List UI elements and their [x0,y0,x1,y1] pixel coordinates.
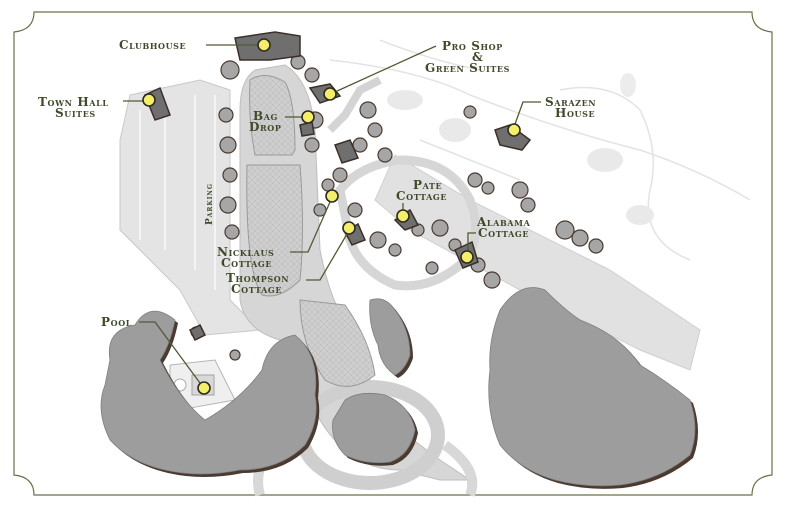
parking-lot [119,79,262,336]
alabama-cottage-location[interactable]: Alabama Cottage [460,215,531,264]
bag-drop-marker[interactable] [301,110,315,124]
sarazen-label-line2: House [555,106,595,120]
nicklaus-label-line2: Cottage [221,256,272,270]
green-middle [246,164,303,297]
bag-drop-location[interactable]: Bag Drop [249,109,315,134]
green-north [249,75,296,156]
bag-drop-label-line1: Bag [253,109,278,123]
thompson-cottage-location[interactable]: Thompson Cottage [226,221,356,296]
town-hall-marker[interactable] [142,93,156,107]
map-frame [13,11,773,496]
sarazen-location[interactable]: Sarazen House [507,95,596,137]
town-hall-location[interactable]: Town Hall Suites [38,93,156,120]
background-terrain [329,39,751,261]
pool-location[interactable]: Pool [101,315,211,395]
pool-marker[interactable] [197,381,211,395]
pro-shop-label-line3: Green Suites [425,61,510,75]
clubhouse-location[interactable]: Clubhouse [119,38,271,52]
nicklaus-label-line1: Nicklaus [217,245,274,259]
sarazen-label-line1: Sarazen [545,95,596,109]
clubhouse-marker[interactable] [257,38,271,52]
town-hall-label-line2: Suites [55,106,96,120]
pate-cottage-location[interactable]: Pate Cottage [396,178,447,223]
alabama-label-line2: Cottage [478,226,529,240]
bag-drop-label-line2: Drop [249,120,281,134]
pate-label-line1: Pate [413,178,442,192]
tree-clusters [100,54,698,489]
bag-drop-building [299,121,315,137]
pro-shop-marker[interactable] [323,87,337,101]
pool-label: Pool [101,315,132,329]
green-south [299,299,376,387]
sarazen-marker[interactable] [507,123,521,137]
thompson-label-line1: Thompson [226,271,289,285]
pro-shop-location[interactable]: Pro Shop & Green Suites [323,39,510,101]
clubhouse-label: Clubhouse [119,38,186,52]
parking-label: Parking [205,183,215,225]
pate-marker[interactable] [396,209,410,223]
alabama-label-line1: Alabama [476,215,531,229]
town-hall-label-line1: Town Hall [38,95,109,109]
thompson-marker[interactable] [342,221,356,235]
thompson-label-line2: Cottage [231,282,282,296]
alabama-marker[interactable] [460,250,474,264]
pro-shop-label-line2: & [472,50,483,64]
nicklaus-cottage-location[interactable]: Nicklaus Cottage [217,189,339,270]
pro-shop-label-line1: Pro Shop [442,39,503,53]
sarazen-building [494,124,532,151]
diagonal-road [374,154,701,371]
pate-label-line2: Cottage [396,189,447,203]
map-labels: Clubhouse Pro Shop & Green Suites Town H… [38,38,596,395]
nicklaus-marker[interactable] [325,189,339,203]
